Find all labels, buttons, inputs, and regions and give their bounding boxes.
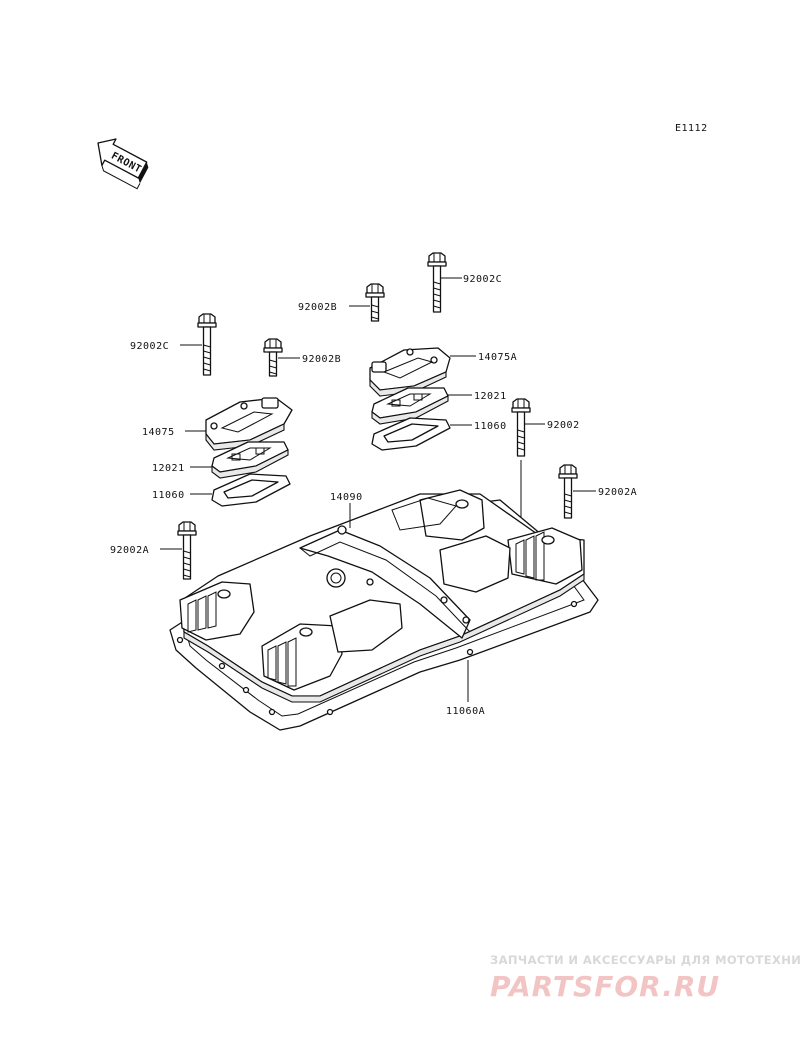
bolt-92002c-left (197, 313, 217, 376)
label-92002b-left: 92002B (302, 354, 341, 365)
diagram-code: E1112 (675, 123, 708, 134)
label-14090: 14090 (330, 492, 363, 503)
head-cover-14090 (179, 489, 585, 703)
bolt-92002a-right (558, 464, 578, 519)
label-12021-right: 12021 (474, 391, 507, 402)
bolt-92002b-upper (365, 283, 385, 322)
bolt-92002b-left (263, 338, 283, 377)
label-11060a: 11060A (446, 706, 485, 717)
plate-12021-right (371, 387, 449, 425)
gasket-11060-left (211, 473, 291, 507)
label-92002a-right: 92002A (598, 487, 637, 498)
bolt-92002 (511, 398, 531, 457)
front-arrow-icon: FRONT (97, 138, 149, 190)
watermark-tagline: ЗАПЧАСТИ И АКСЕССУАРЫ ДЛЯ МОТОТЕХНИКИ (490, 953, 800, 967)
label-11060-left: 11060 (152, 490, 185, 501)
label-12021-left: 12021 (152, 463, 185, 474)
watermark-brand: PARTSFOR.RU (490, 970, 720, 1003)
bolt-92002c-upper (427, 252, 447, 313)
bolt-92002a-left (177, 521, 197, 580)
cover-14075 (205, 397, 293, 451)
label-14075: 14075 (142, 427, 175, 438)
gasket-11060-right (371, 417, 451, 451)
label-14075a: 14075A (478, 352, 517, 363)
label-11060-right: 11060 (474, 421, 507, 432)
label-92002: 92002 (547, 420, 580, 431)
label-92002b-upper: 92002B (298, 302, 337, 313)
label-92002a-left: 92002A (110, 545, 149, 556)
label-92002c-upper: 92002C (463, 274, 502, 285)
plate-12021-left (211, 441, 289, 479)
cover-14075a (369, 347, 451, 397)
label-92002c-left: 92002C (130, 341, 169, 352)
